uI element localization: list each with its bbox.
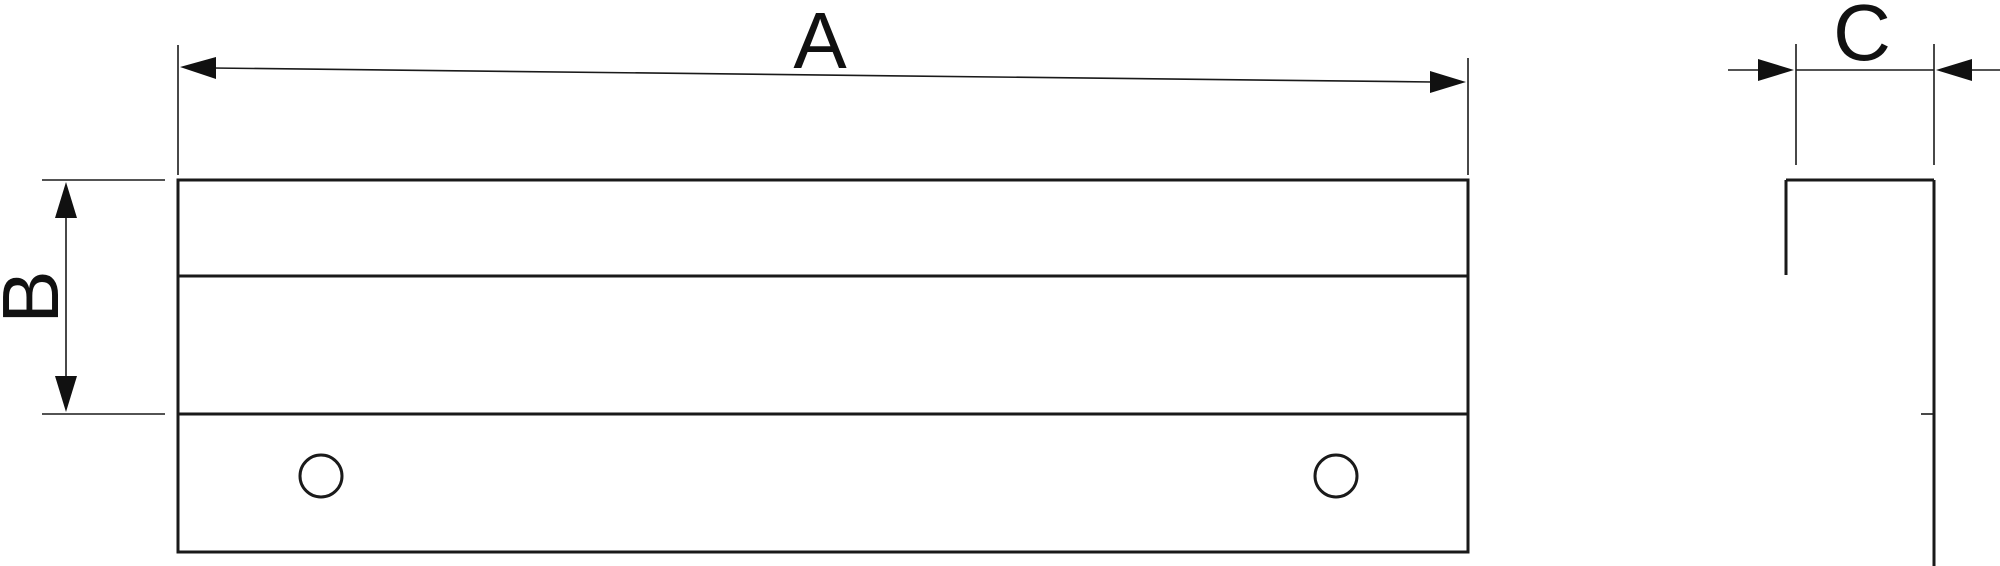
dimension-a-label: A [793,0,847,85]
dimension-a-line [211,67,1433,83]
dimension-b-label: B [0,270,75,323]
side-view [1784,178,1936,566]
dimension-c: C [1728,0,2000,165]
dimension-b: B [0,179,165,415]
dimension-c-label: C [1833,0,1891,77]
front-view-outline [176,178,1470,554]
mounting-hole-left [298,453,344,499]
dimension-c-arrow-left [1758,59,1794,81]
dimension-c-arrow-right [1936,59,1972,81]
dimension-a: A [177,0,1469,175]
front-view [176,178,1470,554]
dimension-b-arrow-bottom [55,376,77,412]
mounting-hole-right [1313,453,1359,499]
dimension-a-arrow-right [1430,71,1466,93]
dimension-a-arrow-left [180,57,216,79]
dimension-b-arrow-top [55,182,77,218]
